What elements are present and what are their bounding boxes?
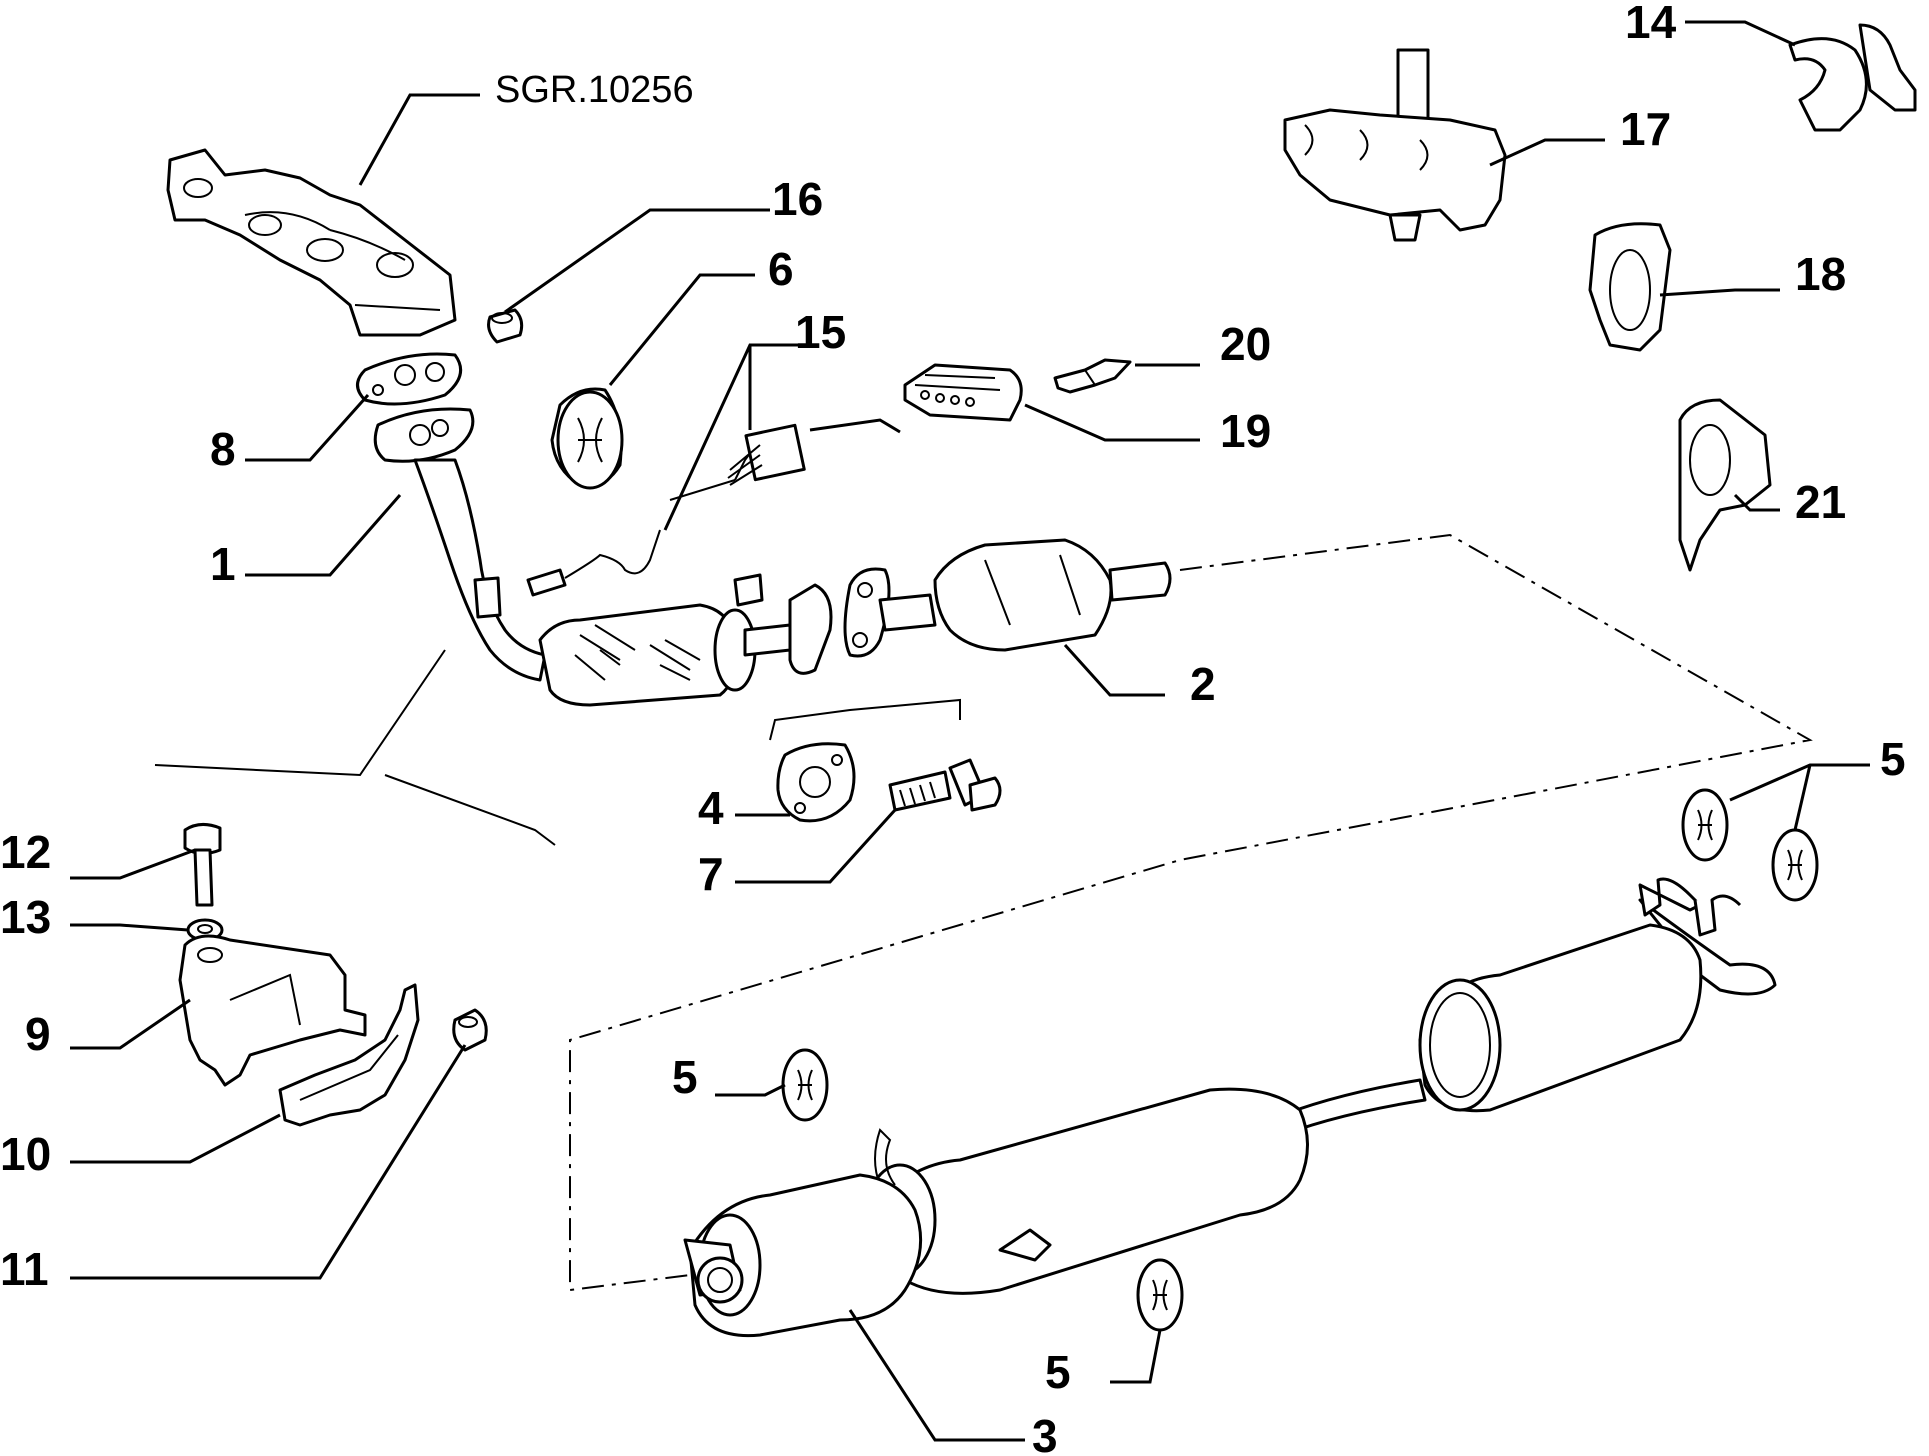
label-2: 2 [1190, 658, 1216, 710]
label-14: 14 [1625, 0, 1677, 48]
front-exhaust-pipe [373, 407, 547, 682]
leader-5c [715, 1083, 786, 1097]
label-5b: 5 [672, 1051, 698, 1103]
rubber-mount-5d [1136, 1258, 1184, 1332]
nut [487, 308, 524, 344]
leader-8 [245, 394, 370, 462]
reference-label: SGR.10256 [495, 69, 694, 111]
push-clip [1678, 398, 1772, 572]
pipe-clip [1588, 222, 1672, 352]
hose-clip [1788, 23, 1917, 132]
rubber-mount-5b [1771, 828, 1819, 902]
label-4: 4 [698, 782, 724, 834]
leader-5b [1793, 764, 1812, 831]
leader-10 [70, 1113, 281, 1164]
leader-12 [70, 848, 196, 880]
leader-1 [245, 494, 402, 577]
label-1: 1 [210, 538, 236, 590]
bolt [183, 823, 222, 907]
leader-18 [1659, 288, 1780, 297]
leader-6 [608, 273, 755, 386]
rear-silencer-assembly [683, 877, 1777, 1338]
flange-gasket [776, 742, 856, 823]
manifold-gasket [356, 352, 463, 406]
leader-sgr [358, 93, 480, 186]
label-8: 8 [210, 423, 236, 475]
leader-21 [1733, 493, 1780, 512]
leader-19 [1024, 403, 1200, 442]
label-17: 17 [1620, 103, 1671, 155]
rubber-mount-5a [1681, 788, 1729, 862]
leader-5a [1729, 763, 1870, 802]
intermediate-pipe-silencer [538, 573, 833, 707]
electrical-connector [903, 363, 1023, 422]
group-bracket-lines-a [154, 649, 446, 777]
connector-terminal [1053, 358, 1132, 394]
leader-11 [70, 1044, 467, 1280]
label-12: 12 [0, 826, 51, 878]
leader-16 [504, 208, 770, 314]
leader-5d [1110, 1329, 1162, 1384]
fuel-line-bracket [1283, 48, 1507, 242]
label-21: 21 [1795, 476, 1846, 528]
support-bracket [178, 934, 367, 1087]
label-11: 11 [0, 1243, 49, 1295]
leader-17 [1489, 138, 1605, 167]
label-7: 7 [698, 848, 724, 900]
leader-15c [809, 418, 901, 434]
label-5a: 5 [1880, 733, 1906, 785]
label-15: 15 [795, 306, 846, 358]
flange-nut [452, 1008, 488, 1052]
label-9: 9 [25, 1008, 51, 1060]
leader-9 [70, 998, 191, 1050]
leader-2 [1063, 643, 1165, 697]
label-20: 20 [1220, 318, 1271, 370]
label-5c: 5 [1045, 1346, 1071, 1398]
leader-3 [848, 1309, 1025, 1442]
rubber-mount [550, 387, 624, 490]
pipe-clamp [278, 983, 420, 1127]
group-bracket-lines-b [384, 774, 556, 846]
label-10: 10 [0, 1128, 51, 1180]
label-16: 16 [772, 173, 823, 225]
label-3: 3 [1032, 1410, 1058, 1456]
assembly-outline-1 [569, 533, 1813, 1292]
stud-bolt [888, 758, 1002, 812]
group-bracket-lines-c [769, 698, 961, 741]
lambda-sensor-cable [526, 423, 806, 597]
leader-7 [735, 808, 897, 884]
catalytic-converter [843, 538, 1172, 658]
leader-14 [1685, 20, 1796, 47]
label-19: 19 [1220, 405, 1271, 457]
leader-13 [70, 923, 189, 932]
label-6: 6 [768, 243, 794, 295]
exhaust-manifold [166, 148, 457, 337]
rubber-mount-5c [781, 1048, 829, 1122]
label-18: 18 [1795, 248, 1846, 300]
label-13: 13 [0, 891, 51, 943]
